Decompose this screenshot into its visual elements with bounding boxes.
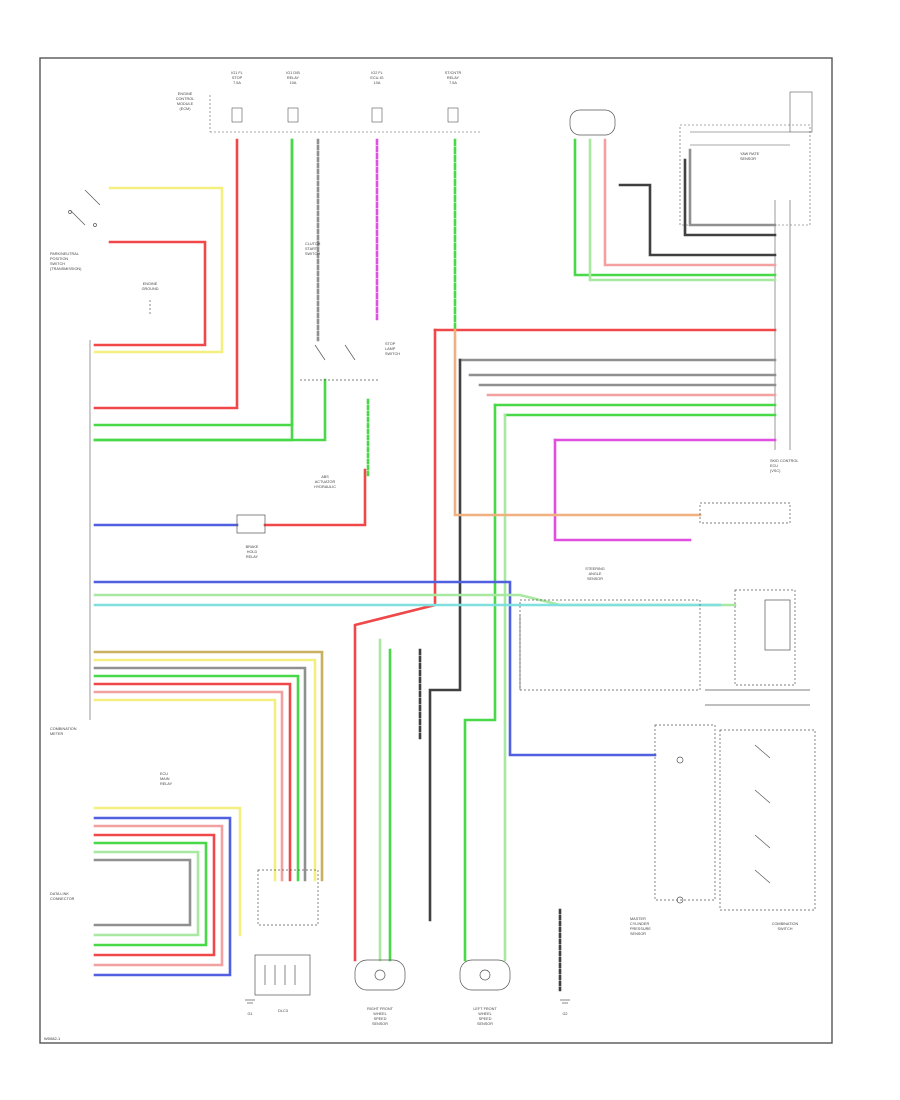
dlc3-connector [254, 954, 311, 996]
label-dlc3: DLC3 [278, 1009, 288, 1013]
wire-green-center [93, 378, 327, 442]
fuse-3 [371, 107, 383, 123]
skid-control-connector [774, 200, 791, 450]
fuse-1 [231, 107, 243, 123]
fuse-2 [287, 107, 299, 123]
wire-gray-top [688, 148, 777, 227]
wire-red-ecm [93, 138, 239, 410]
wire-green-c [93, 841, 208, 947]
wire-pink-top [603, 138, 777, 267]
wire-green-down [463, 403, 497, 962]
yaw-rate-sensor-box [679, 91, 813, 226]
wire-pink-c [93, 824, 224, 967]
wire-red-pn [93, 240, 207, 347]
wire-light-green-top [588, 138, 777, 282]
wire-green-2 [93, 138, 294, 442]
wire-black-top [618, 183, 777, 257]
ground-symbol-b [560, 999, 570, 1004]
wire-black-a [428, 358, 462, 922]
wire-red-relay [263, 468, 367, 527]
yaw-sensor-top [569, 109, 616, 136]
vsc-connector [699, 502, 791, 524]
steering-sensor-box [519, 599, 701, 691]
label-ground-a: G1 [247, 1012, 252, 1016]
fuse-4 [447, 107, 459, 123]
wire-yellow-b [93, 698, 277, 882]
wire-blue-c [93, 816, 232, 977]
wire-red-c [93, 833, 216, 957]
wire-pink-b [93, 690, 284, 882]
label-ground-b: G2 [562, 1012, 567, 1016]
components [68, 109, 816, 1004]
wire-green-top [573, 138, 777, 277]
wire-yellow-c [93, 806, 242, 937]
right-front-sensor [354, 959, 406, 991]
wire-olive-a [93, 650, 324, 882]
wire-gray-d [93, 666, 307, 882]
wire-light-green-long [93, 593, 737, 607]
wire-green-stop [93, 138, 294, 427]
ground-symbol-a [245, 999, 255, 1004]
brake-hold-relay [236, 514, 266, 534]
wire-red-down [353, 328, 437, 962]
footer-code: W0082-1 [44, 1036, 61, 1041]
diagram-border [39, 57, 833, 1044]
wire-red-a [93, 682, 292, 882]
clutch-switch-symbol [300, 344, 380, 381]
wire-orange [453, 328, 702, 517]
wire-yellow-pn [93, 186, 224, 354]
wire-black-top2 [683, 158, 777, 237]
abs-motor-relay [705, 589, 810, 706]
combination-switch-box [719, 729, 816, 911]
park-neutral-switch [68, 189, 101, 227]
wire-gray-e [93, 858, 192, 927]
fuse-block-top [209, 95, 480, 133]
wire-yellow-a [93, 658, 317, 882]
wire-light-green-c [93, 850, 200, 937]
combination-meter-box [257, 869, 319, 926]
wire-blue-long [93, 580, 657, 757]
wire-magenta-down [553, 438, 692, 542]
left-front-sensor [459, 959, 511, 991]
master-cylinder-box [654, 724, 716, 904]
wire-green-a [93, 674, 300, 882]
